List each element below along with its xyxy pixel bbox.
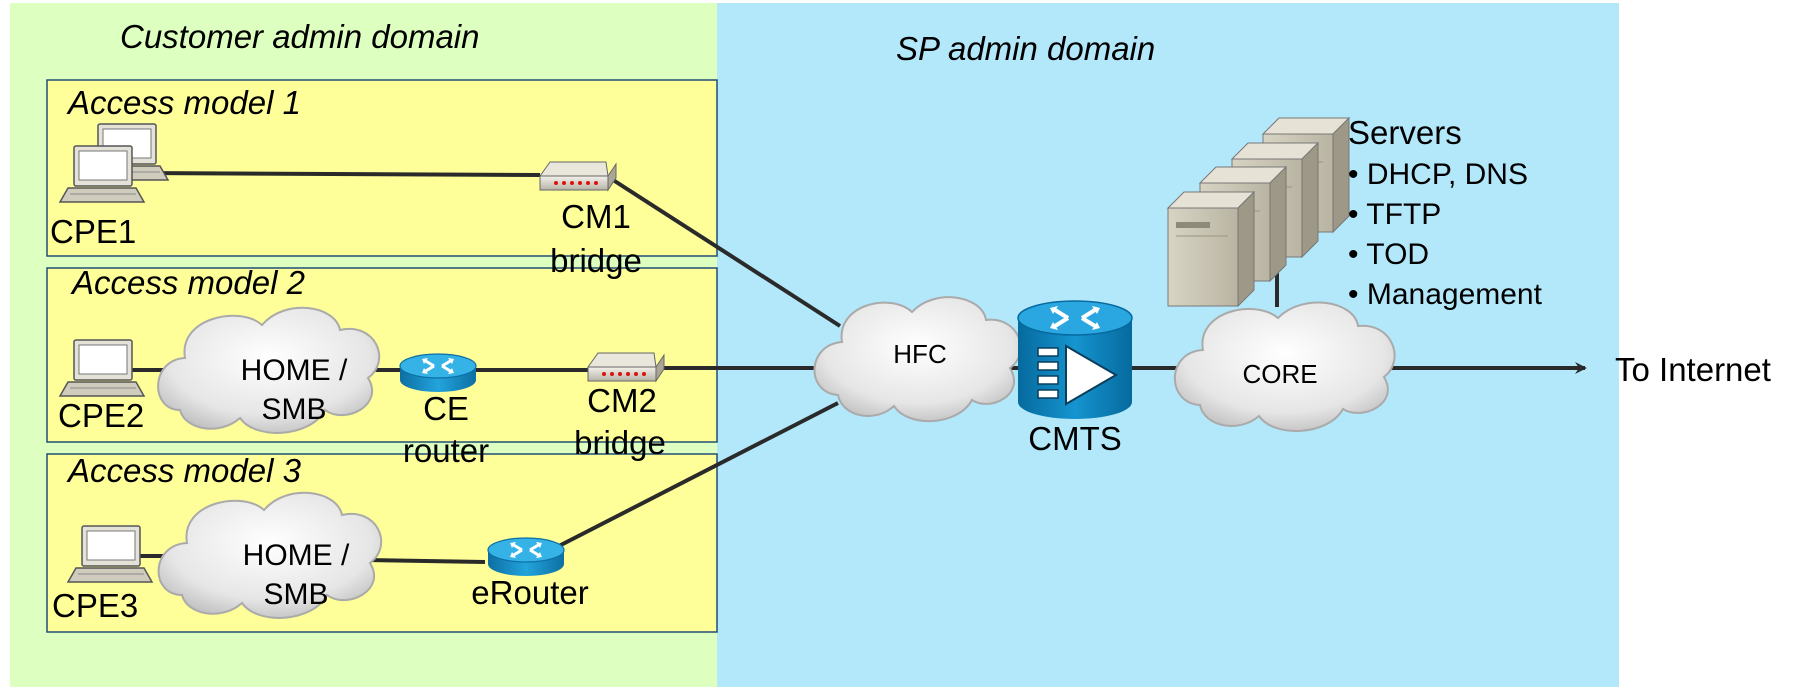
cpe3-label: CPE3 (52, 587, 139, 624)
link-home-erouter (364, 558, 486, 564)
servers-item-dhcp-dns: • DHCP, DNS (1348, 158, 1528, 191)
ce-label: CE (423, 390, 469, 427)
home-smb-2-line2: SMB (261, 393, 327, 426)
access-model-2-title: Access model 2 (72, 264, 305, 301)
sp-domain-label: SP admin domain (896, 30, 1156, 67)
core-cloud (1173, 301, 1396, 433)
home-smb-3-line2: SMB (263, 578, 329, 611)
hfc-label: HFC (893, 339, 947, 369)
cm1-modem-icon (539, 161, 617, 191)
core-label: CORE (1242, 359, 1318, 389)
servers-item-management: • Management (1348, 278, 1542, 311)
cpe2-label: CPE2 (58, 397, 145, 434)
home-smb-cloud-2 (157, 306, 381, 434)
access-model-3-title: Access model 3 (68, 452, 301, 489)
cpe1-label: CPE1 (50, 213, 137, 250)
server-icon (1167, 191, 1255, 307)
link-erouter-hfc (554, 401, 839, 550)
erouter-label: eRouter (471, 574, 589, 611)
home-smb-cloud-3 (157, 491, 383, 619)
hfc-cloud (813, 296, 1022, 423)
cmts-icon (1017, 300, 1133, 419)
link-cpe1-cm1 (139, 171, 541, 177)
servers-item-tod: • TOD (1348, 238, 1430, 271)
home-smb-2-line1: HOME / (240, 354, 348, 387)
link-cm1-hfc (608, 176, 842, 328)
servers-title: Servers (1348, 114, 1462, 151)
cmts-label: CMTS (1028, 420, 1122, 457)
cm2-label: CM2 (587, 382, 657, 419)
cm1-label: CM1 (561, 198, 631, 235)
servers-item-tftp: • TFTP (1348, 198, 1442, 231)
access-model-1-title: Access model 1 (68, 84, 301, 121)
cm2-bridge-label: bridge (574, 424, 666, 461)
erouter-icon (486, 536, 566, 578)
ce-router-icon (398, 352, 478, 394)
cm2-modem-icon (587, 352, 665, 382)
home-smb-3-line1: HOME / (242, 539, 350, 572)
customer-domain-label: Customer admin domain (120, 18, 480, 55)
cm1-bridge-label: bridge (550, 242, 642, 279)
to-internet-label: To Internet (1615, 351, 1771, 388)
ce-router-label: router (402, 432, 490, 469)
